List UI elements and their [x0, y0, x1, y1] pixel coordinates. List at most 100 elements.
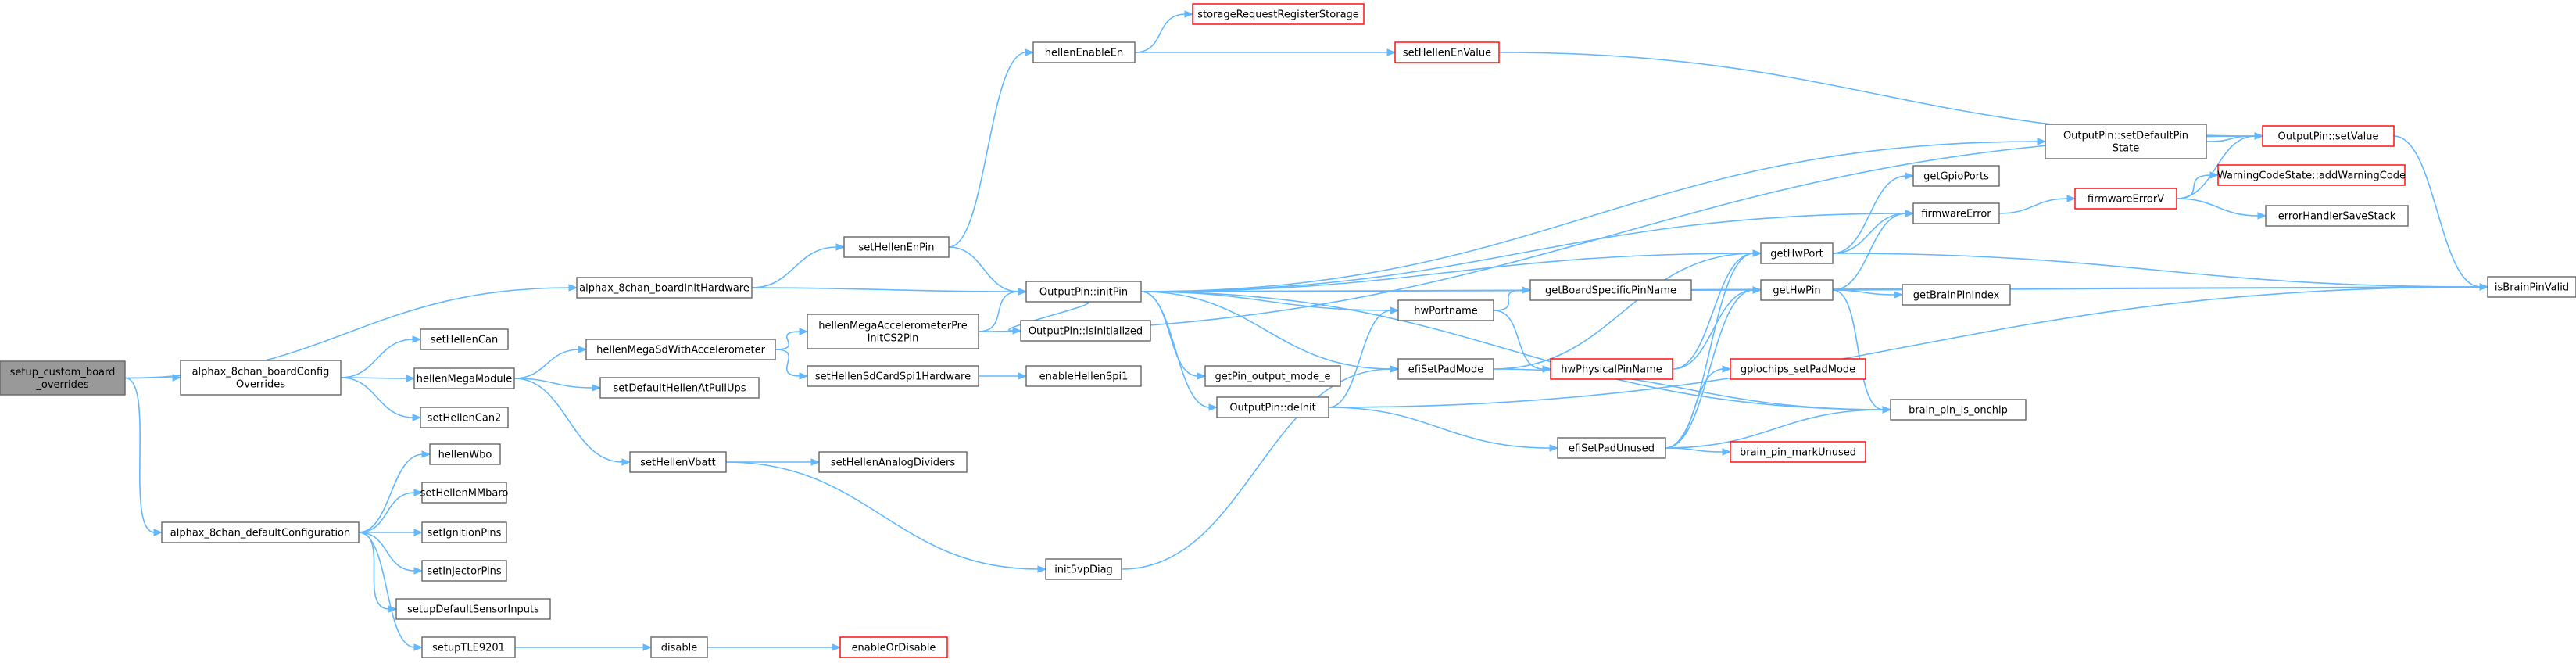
node-is-brain-pin-valid[interactable]: isBrainPinValid [2487, 276, 2576, 298]
node-label: firmwareErrorV [2088, 194, 2164, 206]
node-brain-pin-mark-unused[interactable]: brain_pin_markUnused [1730, 441, 1866, 463]
node-box [429, 443, 501, 465]
call-edge-set-hellen-sd-card-spi1-hardware-to-enable-hellen-spi1 [979, 372, 1028, 380]
call-edge-alphax-8chan-board-config-overrides-to-set-hellen-can [340, 335, 422, 378]
node-setup-custom-board-overrides[interactable]: setup_custom_board_overrides [0, 360, 126, 396]
node-box [1394, 41, 1500, 63]
node-box [807, 314, 979, 349]
node-set-hellen-analog-dividers[interactable]: setHellenAnalogDividers [818, 451, 968, 473]
node-get-pin-output-mode-e[interactable]: getPin_output_mode_e [1204, 365, 1341, 387]
call-graph-edges [124, 10, 2489, 651]
node-label: setupDefaultSensorInputs [407, 604, 539, 616]
node-box [1912, 202, 2000, 224]
node-enable-hellen-spi1[interactable]: enableHellenSpi1 [1025, 365, 1142, 387]
node-get-brain-pin-index[interactable]: getBrainPinIndex [1902, 284, 2011, 306]
node-set-default-hellen-at-pull-ups[interactable]: setDefaultHellenAtPullUps [599, 377, 760, 399]
node-output-pin-is-initialized[interactable]: OutputPin::isInitialized [1020, 320, 1151, 342]
node-box [2265, 205, 2409, 227]
node-output-pin-set-value[interactable]: OutputPin::setValue [2262, 125, 2395, 147]
node-box [1550, 358, 1673, 380]
node-hw-portname[interactable]: hwPortname [1397, 299, 1494, 321]
call-edge-get-hw-pin-to-firmware-error [1832, 210, 1915, 291]
node-label: setIgnitionPins [428, 528, 502, 539]
node-label: enableOrDisable [852, 643, 936, 654]
node-box [1192, 3, 1365, 25]
node-label: OutputPin::setValue [2278, 131, 2379, 143]
node-label: alphax_8chan_boardConfig [192, 367, 330, 378]
call-edge-hellen-mega-accelerometer-pre-init-cs2-pin-to-output-pin-set-value [978, 132, 2264, 332]
call-edge-set-hellen-en-pin-to-output-pin-init-pin [948, 246, 1028, 296]
call-edge-hellen-mega-sd-with-accelerometer-to-hellen-mega-accelerometer-pre-init-cs2-pin [775, 328, 809, 350]
node-set-hellen-mmbaro[interactable]: setHellenMMbaro [420, 482, 509, 504]
node-alphax-8chan-default-configuration[interactable]: alphax_8chan_defaultConfiguration [161, 521, 360, 543]
call-edge-alphax-8chan-board-init-hardware-to-set-hellen-en-pin [751, 243, 846, 288]
node-box [1032, 41, 1136, 63]
call-edge-alphax-8chan-board-init-hardware-to-output-pin-init-pin [751, 287, 1028, 296]
node-box [650, 636, 708, 658]
node-label: setHellenVbatt [640, 457, 715, 469]
node-box [2262, 125, 2395, 147]
node-hellen-mega-module[interactable]: hellenMegaModule [413, 367, 515, 389]
node-label: OutputPin::initPin [1039, 287, 1128, 299]
node-box [1397, 358, 1494, 380]
node-label: setup_custom_board [10, 367, 116, 378]
node-label: errorHandlerSaveStack [2278, 211, 2396, 223]
node-setup-default-sensor-inputs[interactable]: setupDefaultSensorInputs [395, 598, 551, 620]
node-set-injector-pins[interactable]: setInjectorPins [421, 560, 507, 582]
call-edge-get-hw-port-to-get-gpio-ports [1832, 172, 1915, 254]
node-label: alphax_8chan_boardInitHardware [579, 283, 750, 295]
call-edge-get-hw-pin-to-brain-pin-is-onchip [1832, 289, 1892, 414]
node-label: OutputPin::setDefaultPin [2063, 131, 2188, 142]
node-enable-or-disable[interactable]: enableOrDisable [839, 636, 948, 658]
node-storage-request-register-storage[interactable]: storageRequestRegisterStorage [1192, 3, 1365, 25]
node-label: Overrides [236, 379, 285, 391]
node-box [1902, 284, 2011, 306]
node-label: hellenMegaSdWithAccelerometer [596, 345, 765, 357]
node-alphax-8chan-board-init-hardware[interactable]: alphax_8chan_boardInitHardware [576, 277, 753, 299]
node-label: getHwPort [1770, 249, 1823, 260]
node-hellen-enable-en[interactable]: hellenEnableEn [1032, 41, 1136, 63]
node-init5vp-diag[interactable]: init5vpDiag [1045, 558, 1122, 580]
node-label: storageRequestRegisterStorage [1197, 9, 1359, 21]
node-set-ignition-pins[interactable]: setIgnitionPins [421, 521, 507, 543]
node-efi-set-pad-unused[interactable]: efiSetPadUnused [1557, 437, 1666, 459]
node-get-hw-port[interactable]: getHwPort [1760, 242, 1834, 264]
node-error-handler-save-stack[interactable]: errorHandlerSaveStack [2265, 205, 2409, 227]
node-firmware-error-v[interactable]: firmwareErrorV [2074, 188, 2177, 210]
node-warning-code-state-add-warning-code[interactable]: WarningCodeState::addWarningCode [2217, 164, 2406, 186]
node-box [1760, 279, 1834, 301]
node-set-hellen-en-value[interactable]: setHellenEnValue [1394, 41, 1500, 63]
node-output-pin-init-pin[interactable]: OutputPin::initPin [1025, 281, 1142, 303]
node-hw-physical-pin-name[interactable]: hwPhysicalPinName [1550, 358, 1673, 380]
node-setup-tle9201[interactable]: setupTLE9201 [421, 636, 516, 658]
node-brain-pin-is-onchip[interactable]: brain_pin_is_onchip [1890, 399, 2027, 421]
node-firmware-error[interactable]: firmwareError [1912, 202, 2000, 224]
node-gpiochips-set-pad-mode[interactable]: gpiochips_setPadMode [1730, 358, 1866, 380]
node-get-board-specific-pin-name[interactable]: getBoardSpecificPinName [1530, 279, 1692, 301]
node-label: setupTLE9201 [432, 643, 505, 654]
node-set-hellen-can[interactable]: setHellenCan [420, 328, 509, 350]
call-edge-setup-tle9201-to-disable [514, 643, 653, 651]
node-set-hellen-can2[interactable]: setHellenCan2 [420, 407, 509, 428]
node-hellen-mega-sd-with-accelerometer[interactable]: hellenMegaSdWithAccelerometer [585, 339, 776, 360]
node-output-pin-de-init[interactable]: OutputPin::deInit [1216, 396, 1329, 418]
node-set-hellen-sd-card-spi1-hardware[interactable]: setHellenSdCardSpi1Hardware [807, 365, 979, 387]
node-label: getHwPin [1773, 285, 1820, 297]
node-set-hellen-vbatt[interactable]: setHellenVbatt [629, 451, 727, 473]
call-edge-hw-portname-to-hw-physical-pin-name [1493, 310, 1552, 373]
node-disable[interactable]: disable [650, 636, 708, 658]
node-box [843, 236, 950, 258]
call-edge-init5vp-diag-to-efi-set-pad-mode [1121, 365, 1400, 570]
node-get-gpio-ports[interactable]: getGpioPorts [1912, 165, 2000, 187]
call-graph-nodes: setup_custom_board_overrides alphax_8chan… [0, 3, 2576, 658]
node-hellen-wbo[interactable]: hellenWbo [429, 443, 501, 465]
node-efi-set-pad-mode[interactable]: efiSetPadMode [1397, 358, 1494, 380]
call-edge-hellen-enable-en-to-storage-request-register-storage [1134, 10, 1194, 53]
node-get-hw-pin[interactable]: getHwPin [1760, 279, 1834, 301]
call-edge-output-pin-init-pin-to-efi-set-pad-mode [1140, 291, 1400, 373]
node-set-hellen-en-pin[interactable]: setHellenEnPin [843, 236, 950, 258]
